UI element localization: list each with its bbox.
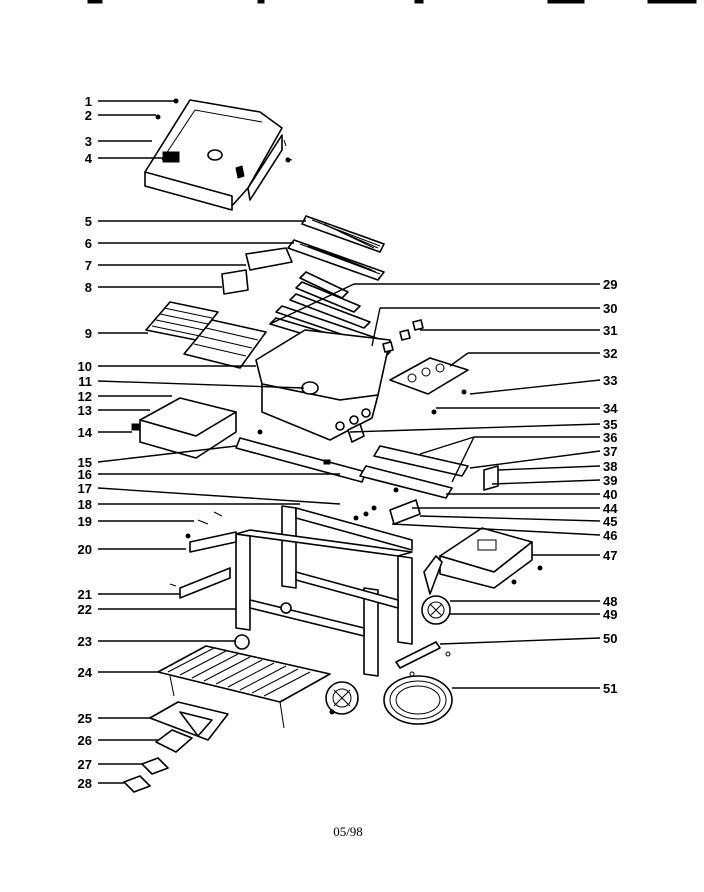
manifold-assembly	[347, 423, 499, 525]
label-23: 23	[78, 634, 92, 649]
label-14: 14	[78, 425, 93, 440]
side-burner-tray	[131, 397, 237, 459]
label-6: 6	[85, 236, 92, 251]
label-19: 19	[78, 514, 92, 529]
catch-pan	[149, 701, 229, 741]
frame-braces	[169, 511, 237, 599]
label-50: 50	[603, 631, 617, 646]
label-29: 29	[603, 277, 617, 292]
label-31: 31	[603, 323, 617, 338]
label-18: 18	[78, 497, 92, 512]
label-5: 5	[85, 214, 92, 229]
wheels	[325, 595, 451, 715]
bottom-shelf	[157, 645, 331, 729]
drip-trays	[123, 757, 169, 793]
revision-date: 05/98	[333, 824, 363, 839]
knobs	[382, 319, 424, 353]
grill-lid	[144, 99, 293, 211]
labels-right: 29 30 31 32 33 34 35 36 37 38 39 40 44 4…	[603, 277, 618, 696]
label-39: 39	[603, 473, 617, 488]
labels-left: 1 2 3 4 5 6 7 8 9 10 11 12 13 14 15 16 1…	[78, 94, 93, 791]
label-28: 28	[78, 776, 92, 791]
label-30: 30	[603, 301, 617, 316]
label-24: 24	[78, 665, 93, 680]
leader-lines-right	[269, 283, 601, 689]
label-46: 46	[603, 528, 617, 543]
gas-hose	[383, 675, 453, 725]
drip-tray-holder	[155, 729, 193, 753]
label-2: 2	[85, 108, 92, 123]
label-21: 21	[78, 587, 92, 602]
label-27: 27	[78, 757, 92, 772]
top-edge-marks	[87, 0, 697, 4]
label-3: 3	[85, 134, 92, 149]
label-4: 4	[85, 151, 93, 166]
label-33: 33	[603, 373, 617, 388]
label-10: 10	[78, 359, 92, 374]
front-panel-strip	[235, 437, 367, 483]
label-38: 38	[603, 459, 617, 474]
label-22: 22	[78, 602, 92, 617]
label-12: 12	[78, 389, 92, 404]
label-34: 34	[603, 401, 618, 416]
label-20: 20	[78, 542, 92, 557]
label-9: 9	[85, 326, 92, 341]
label-8: 8	[85, 280, 92, 295]
label-49: 49	[603, 607, 617, 622]
caster	[234, 634, 250, 650]
cooking-grate-upper	[287, 239, 385, 281]
label-44: 44	[603, 501, 618, 516]
label-15: 15	[78, 455, 92, 470]
small-bracket	[221, 247, 293, 295]
control-panel	[389, 357, 469, 395]
label-51: 51	[603, 681, 617, 696]
label-35: 35	[603, 417, 617, 432]
label-7: 7	[85, 258, 92, 273]
cookbox	[255, 329, 391, 441]
label-16: 16	[78, 467, 92, 482]
label-37: 37	[603, 444, 617, 459]
label-48: 48	[603, 594, 617, 609]
label-25: 25	[78, 711, 92, 726]
label-32: 32	[603, 346, 617, 361]
label-11: 11	[78, 374, 92, 389]
screws	[155, 98, 543, 715]
label-36: 36	[603, 430, 617, 445]
label-45: 45	[603, 514, 617, 529]
label-26: 26	[78, 733, 92, 748]
label-13: 13	[78, 403, 92, 418]
label-47: 47	[603, 548, 617, 563]
label-1: 1	[85, 94, 92, 109]
label-40: 40	[603, 487, 617, 502]
axle-rod	[395, 641, 451, 677]
side-burner	[423, 527, 533, 595]
label-17: 17	[78, 481, 92, 496]
leader-lines-left	[97, 100, 341, 784]
cart-frame	[235, 505, 413, 677]
side-grates	[145, 301, 267, 369]
